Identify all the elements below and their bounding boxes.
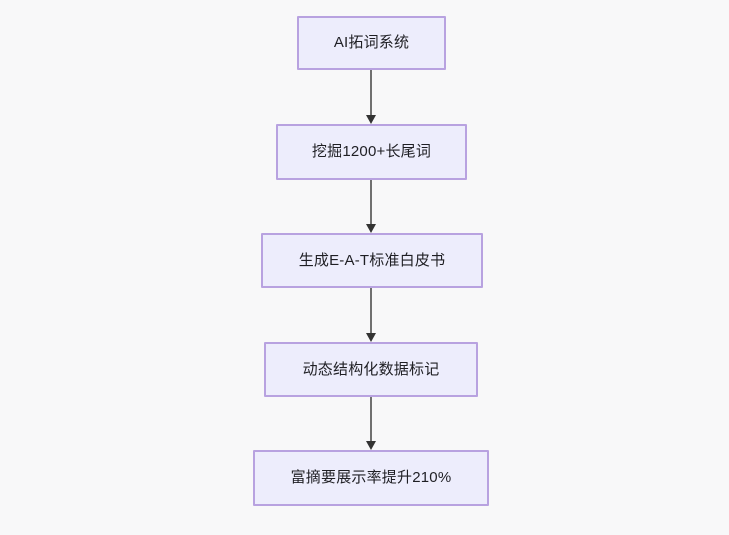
flow-node-label: 挖掘1200+长尾词 <box>311 143 432 160</box>
flow-node-n2[interactable]: 挖掘1200+长尾词 <box>276 124 467 180</box>
flow-node-n3[interactable]: 生成E-A-T标准白皮书 <box>261 233 483 288</box>
flow-node-n5[interactable]: 富摘要展示率提升210% <box>253 450 489 506</box>
flow-connector-n1-to-n2 <box>361 70 381 124</box>
flow-node-label: 生成E-A-T标准白皮书 <box>298 251 446 269</box>
flow-node-label: 富摘要展示率提升210% <box>290 469 452 486</box>
arrow-down-icon <box>366 180 376 233</box>
arrow-down-icon <box>366 70 376 124</box>
flow-node-label: 动态结构化数据标记 <box>302 360 440 378</box>
flow-connector-n2-to-n3 <box>361 180 381 233</box>
arrow-down-icon <box>366 397 376 450</box>
flow-node-n1[interactable]: AI拓词系统 <box>297 16 446 70</box>
flow-node-label: AI拓词系统 <box>333 34 410 51</box>
flow-connector-n4-to-n5 <box>361 397 381 450</box>
flow-connector-n3-to-n4 <box>361 288 381 342</box>
flow-node-n4[interactable]: 动态结构化数据标记 <box>264 342 478 397</box>
arrow-down-icon <box>366 288 376 342</box>
